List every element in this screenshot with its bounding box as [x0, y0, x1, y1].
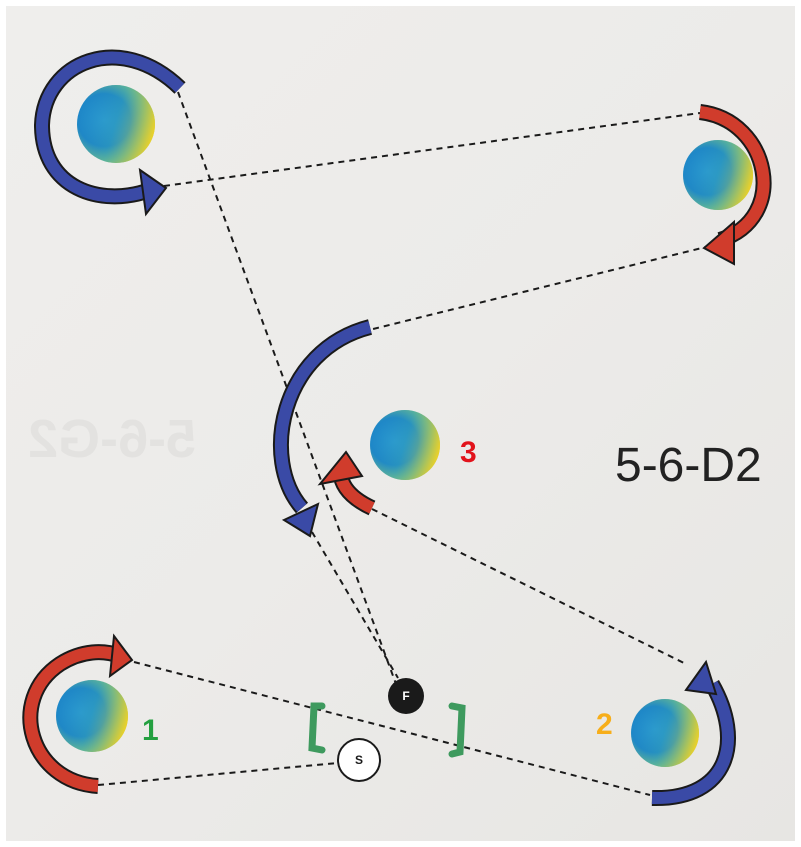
arrow-head-ball-2	[684, 659, 718, 696]
rotation-arrows	[22, 49, 772, 807]
arrow-head-center-red	[317, 450, 364, 486]
arrow-head-top-right	[702, 219, 735, 266]
bracket-left	[308, 702, 326, 754]
path-lines	[97, 91, 711, 796]
path-line-ball-1-to-ball-2	[133, 661, 651, 796]
arrow-head-top-left	[138, 167, 168, 217]
bracket-right	[448, 702, 466, 758]
path-line-top-right-to-center	[372, 245, 711, 330]
path-line-ball-1-to-start	[97, 762, 339, 786]
arrow-top-right-red	[699, 106, 770, 246]
ball-number-3: 3	[460, 436, 477, 469]
arrow-center-blue	[275, 321, 372, 512]
arrow-head-center-blue	[281, 502, 320, 538]
finish-marker: F	[388, 678, 424, 714]
balls	[56, 85, 753, 767]
path-line-top-left-to-top-right	[163, 112, 701, 187]
path-line-center-to-ball-2	[371, 508, 687, 665]
ball-number-2: 2	[596, 708, 613, 741]
start-brackets	[308, 702, 466, 758]
arrow-top-left-blue	[35, 51, 185, 203]
start-marker: S	[337, 738, 381, 782]
ball-number-1: 1	[142, 714, 159, 747]
arrow-ball-1-red	[24, 646, 123, 792]
arrow-ball-2-blue	[651, 681, 734, 805]
arrow-head-ball-1	[108, 633, 134, 679]
diagram-title: 5-6-D2	[615, 439, 762, 492]
path-line-center-to-finish	[311, 531, 399, 679]
